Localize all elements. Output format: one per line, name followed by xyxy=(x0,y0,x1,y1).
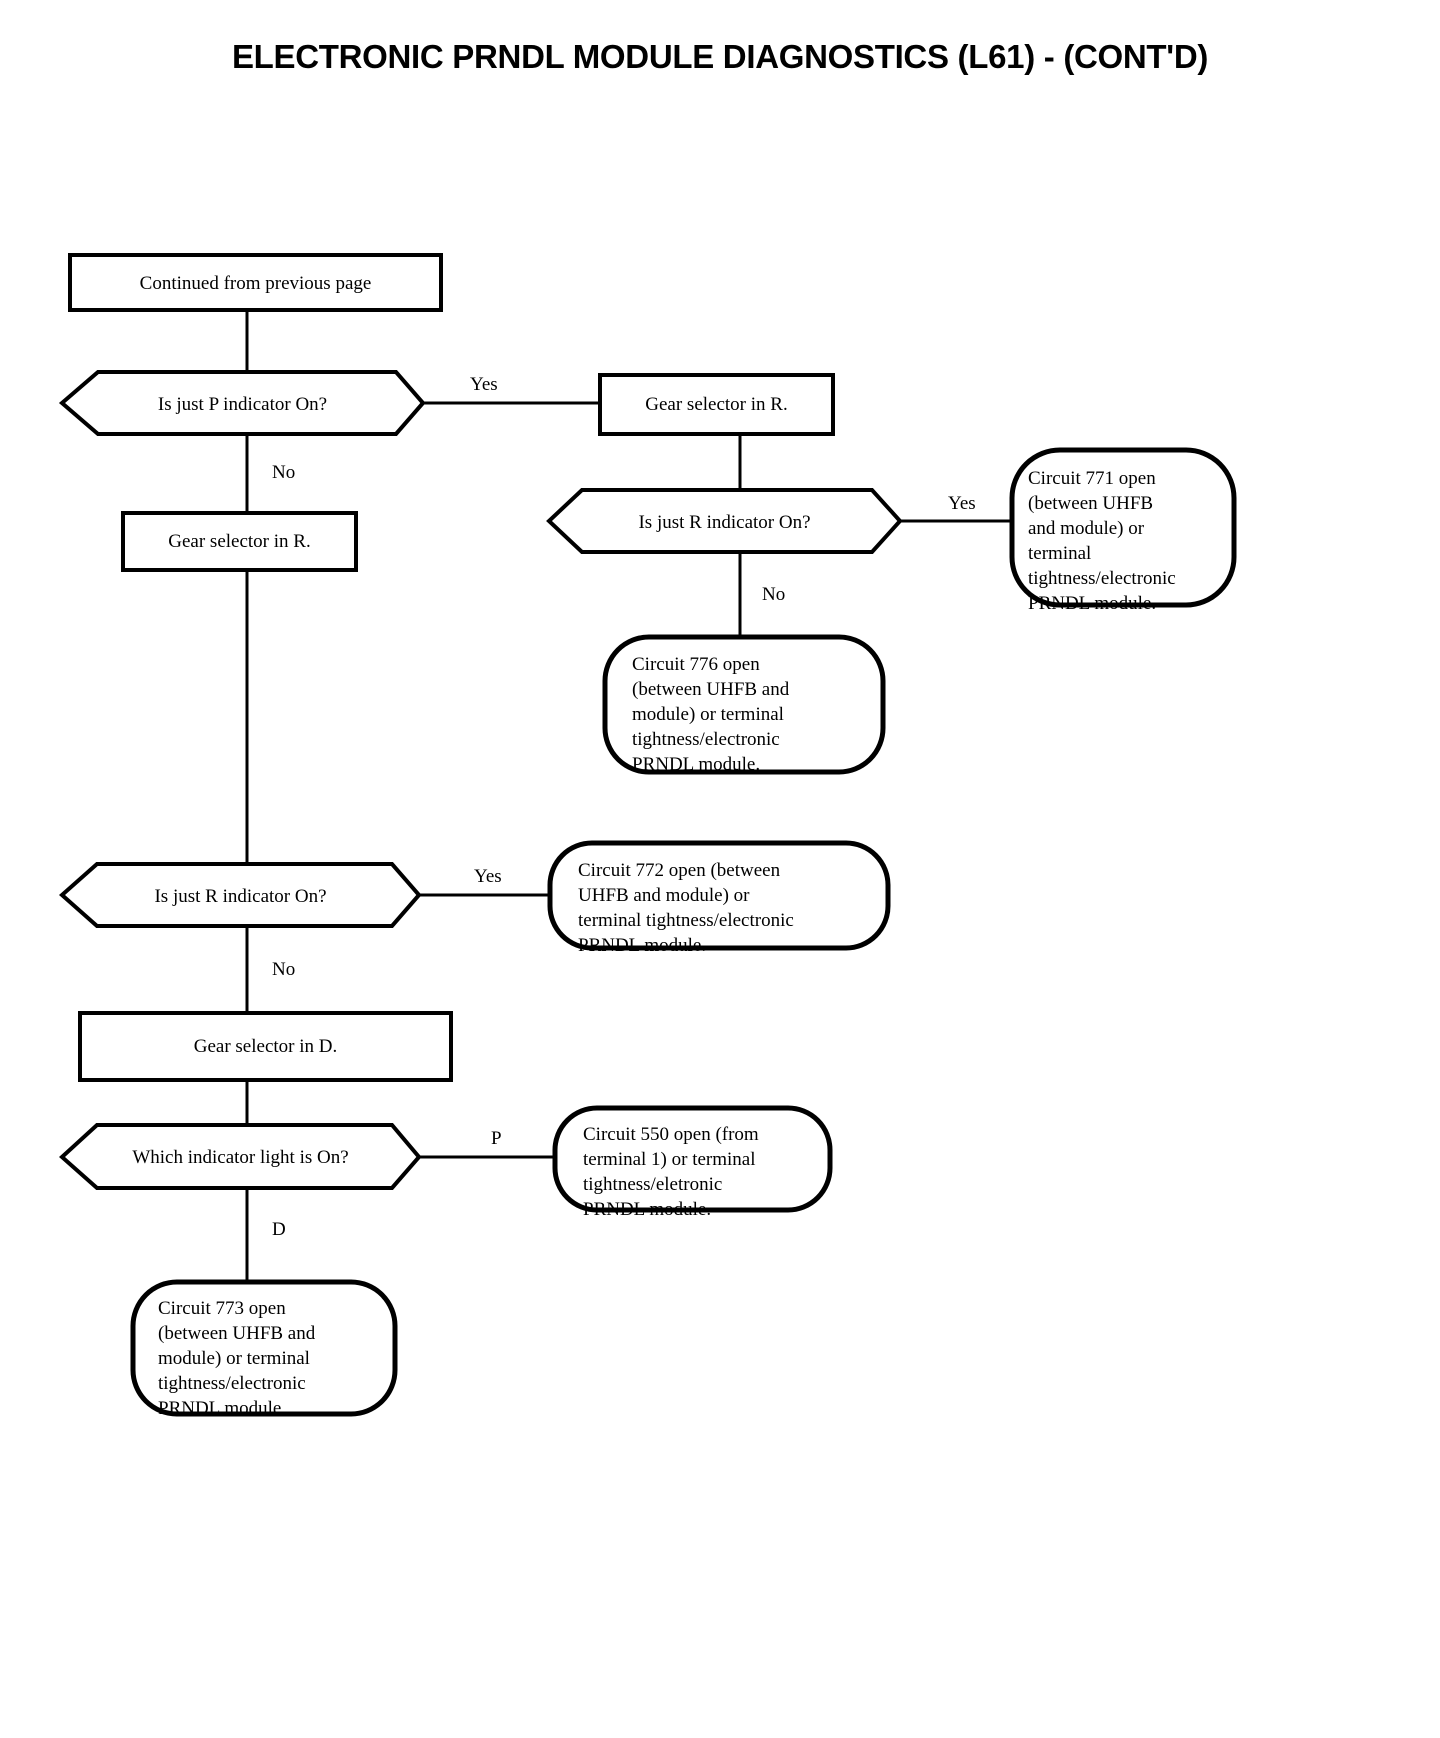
edge-label-p-no: No xyxy=(272,462,296,483)
node-label-circuit-772: Circuit 772 open (between UHFB and modul… xyxy=(578,860,794,956)
node-continued-from-previous-page xyxy=(68,253,443,312)
node-is-just-r-indicator-on-left xyxy=(58,862,422,928)
node-label-continued-from-previous-page: Continued from previous page xyxy=(139,273,372,294)
edge-label-p-yes: Yes xyxy=(470,374,498,395)
node-label-gear-selector-in-d: Gear selector in D. xyxy=(193,1036,338,1057)
node-circuit-772 xyxy=(547,840,891,951)
node-label-circuit-776: Circuit 776 open (between UHFB and modul… xyxy=(632,654,790,775)
node-circuit-776 xyxy=(602,634,886,775)
node-circuit-550 xyxy=(552,1105,833,1213)
edge-label-which-p: P xyxy=(491,1128,502,1149)
node-label-is-just-r-indicator-on-top: Is just R indicator On? xyxy=(638,512,811,533)
node-label-circuit-773: Circuit 773 open (between UHFB and modul… xyxy=(158,1298,316,1419)
node-gear-selector-in-r-top xyxy=(598,373,835,436)
node-label-which-indicator-light-is-on: Which indicator light is On? xyxy=(132,1147,349,1168)
node-is-just-r-indicator-on-top xyxy=(546,488,903,554)
edge-label-r-left-no: No xyxy=(272,959,296,980)
edge-label-which-d: D xyxy=(272,1219,286,1240)
node-gear-selector-in-r-left xyxy=(121,511,358,572)
node-gear-selector-in-d xyxy=(78,1011,453,1082)
edge-label-r-top-no: No xyxy=(762,584,786,605)
node-label-circuit-550: Circuit 550 open (from terminal 1) or te… xyxy=(583,1124,759,1220)
node-label-is-just-p-indicator-on: Is just P indicator On? xyxy=(157,394,328,415)
node-label-gear-selector-in-r-left: Gear selector in R. xyxy=(168,531,311,552)
node-circuit-773 xyxy=(130,1279,398,1417)
node-circuit-771 xyxy=(1009,447,1237,608)
edge-label-r-left-yes: Yes xyxy=(474,866,502,887)
connector-lines xyxy=(245,308,1025,1284)
node-label-circuit-771: Circuit 771 open (between UHFB and modul… xyxy=(1028,468,1176,614)
page-title: ELECTRONIC PRNDL MODULE DIAGNOSTICS (L61… xyxy=(231,38,1209,75)
node-label-is-just-r-indicator-on-left: Is just R indicator On? xyxy=(154,886,327,907)
node-which-indicator-light-is-on xyxy=(59,1123,422,1190)
edge-label-r-top-yes: Yes xyxy=(948,493,976,514)
node-label-gear-selector-in-r-top: Gear selector in R. xyxy=(645,394,788,415)
node-is-just-p-indicator-on xyxy=(58,370,426,436)
